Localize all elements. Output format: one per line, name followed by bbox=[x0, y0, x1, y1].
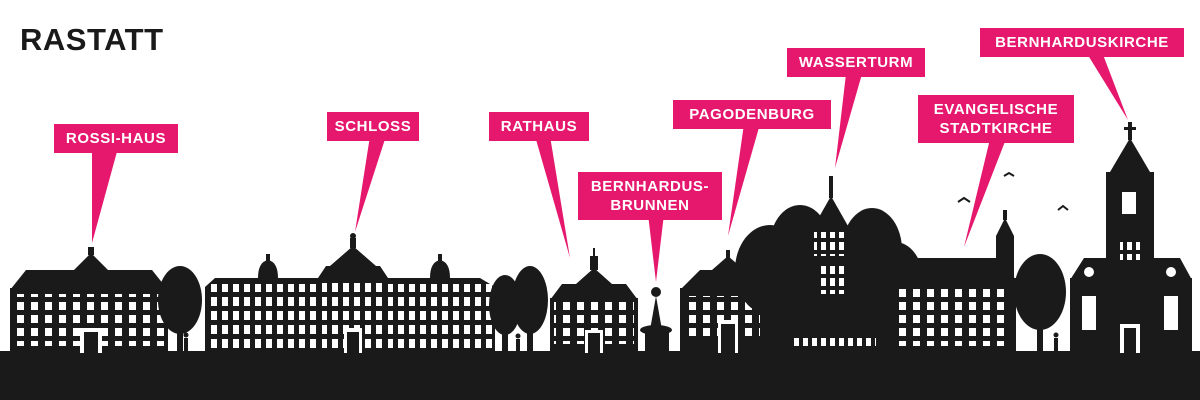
label-pagodenburg: PAGODENBURG bbox=[673, 100, 831, 129]
pedestrian bbox=[183, 332, 189, 351]
bernhardusbrunnen-fountain bbox=[640, 287, 672, 353]
label-text: RATHAUS bbox=[500, 118, 578, 135]
pointer-schloss bbox=[355, 136, 386, 232]
label-text: EVANGELISCHE bbox=[933, 101, 1059, 118]
pointer-evangelische-stadtkirche bbox=[964, 139, 1006, 247]
label-wasserturm: WASSERTURM bbox=[787, 48, 925, 77]
pointer-wasserturm bbox=[835, 74, 862, 168]
evangelische-stadtkirche-building bbox=[893, 210, 1016, 353]
label-rathaus: RATHAUS bbox=[489, 112, 589, 141]
label-bernhardusbrunnen: BERNHARDUS- BRUNNEN bbox=[578, 172, 722, 220]
pedestrian bbox=[515, 333, 521, 351]
label-text: BERNHARDUS- bbox=[590, 178, 710, 195]
label-text: PAGODENBURG bbox=[689, 106, 815, 123]
pointer-bernhardusbrunnen bbox=[648, 214, 664, 282]
tree bbox=[512, 266, 548, 353]
pointer-rossi-haus bbox=[92, 148, 118, 243]
label-schloss: SCHLOSS bbox=[327, 112, 419, 141]
rathaus-building bbox=[550, 248, 638, 353]
pointer-pagodenburg bbox=[728, 124, 760, 236]
bernharduskirche-building bbox=[1070, 122, 1192, 353]
label-pointers bbox=[92, 52, 1128, 282]
label-text: BERNHARDUSKIRCHE bbox=[995, 34, 1169, 51]
pointer-bernharduskirche bbox=[1086, 52, 1128, 120]
wasserturm-building bbox=[790, 176, 880, 353]
schloss-building bbox=[205, 233, 495, 353]
tree bbox=[158, 266, 202, 353]
birds bbox=[957, 171, 1069, 211]
pointer-rathaus bbox=[535, 136, 570, 258]
label-text: WASSERTURM bbox=[798, 54, 914, 71]
pedestrian bbox=[1053, 332, 1059, 351]
page-title: RASTATT bbox=[20, 22, 164, 57]
label-text: STADTKIRCHE bbox=[939, 120, 1053, 137]
ground bbox=[0, 351, 1200, 400]
label-evangelische-stadtkirche: EVANGELISCHE STADTKIRCHE bbox=[918, 95, 1074, 143]
label-bernharduskirche: BERNHARDUSKIRCHE bbox=[980, 28, 1184, 57]
label-rossi-haus: ROSSI-HAUS bbox=[54, 124, 178, 153]
tree bbox=[1014, 254, 1066, 353]
label-text: SCHLOSS bbox=[334, 118, 412, 135]
rossi-haus-building bbox=[10, 247, 168, 353]
label-text: BRUNNEN bbox=[610, 197, 690, 214]
label-text: ROSSI-HAUS bbox=[65, 130, 167, 147]
